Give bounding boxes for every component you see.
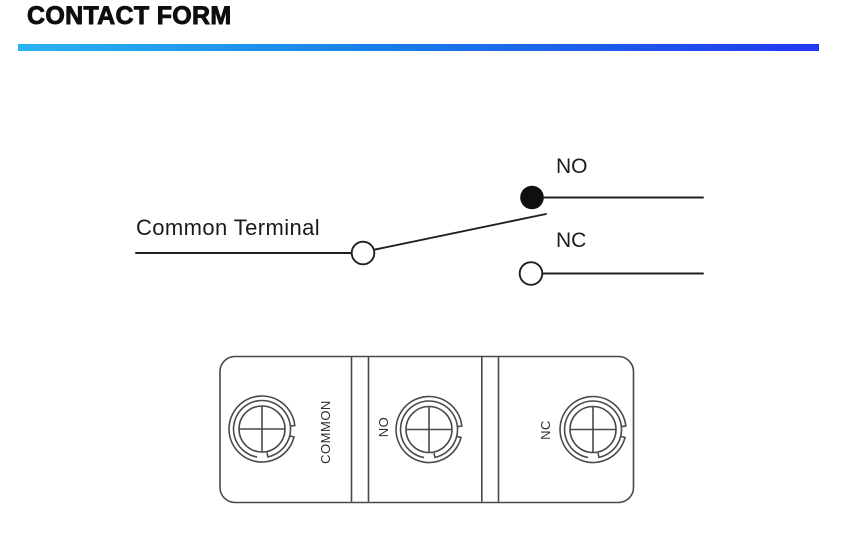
- no-contact-dot: [520, 185, 544, 210]
- switch-schematic: [135, 185, 704, 286]
- screw-common-icon: [228, 395, 296, 463]
- terminal-label-no: NO: [376, 416, 391, 438]
- terminal-label-common: COMMON: [318, 400, 333, 464]
- switch-arm: [373, 213, 547, 251]
- nc-label: NC: [556, 229, 587, 252]
- screw-no-icon: [395, 395, 463, 464]
- common-contact-circle: [350, 240, 376, 266]
- nc-contact-circle: [518, 261, 544, 286]
- screw-nc-icon: [559, 395, 627, 464]
- title-underline-bar: [18, 44, 819, 51]
- terminal-block: [219, 355, 635, 504]
- page-title: CONTACT FORM: [27, 2, 232, 31]
- terminal-block-outline: [219, 355, 635, 504]
- terminal-label-nc: NC: [538, 420, 553, 440]
- common-terminal-label: Common Terminal: [136, 215, 321, 240]
- no-label: NO: [556, 155, 588, 178]
